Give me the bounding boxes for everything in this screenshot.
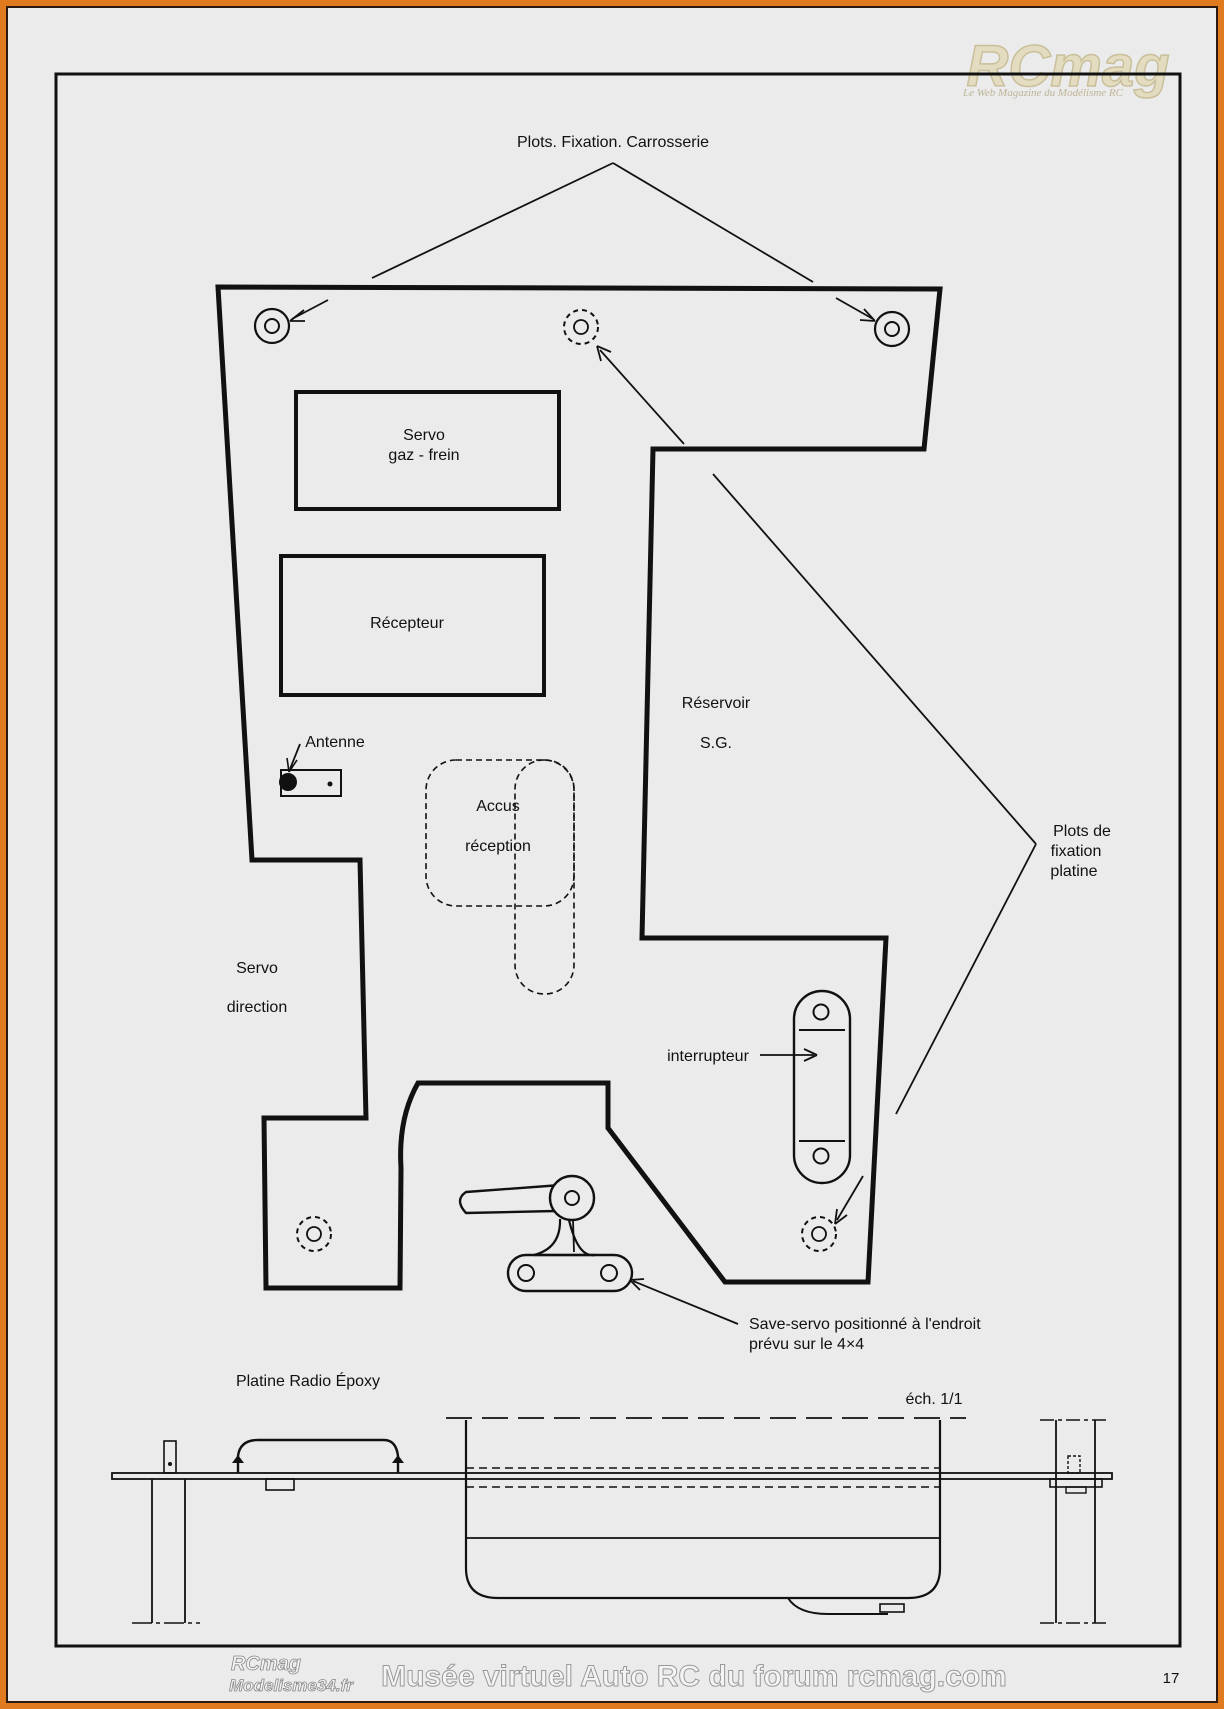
label-servo-gaz-line2: gaz - frein [388, 447, 459, 464]
footer-logo-bottom: Modelisme34.fr [229, 1676, 354, 1695]
accus-reception-outline [425, 759, 575, 995]
label-servo-gaz-line1: Servo [403, 427, 445, 444]
save-servo-part [458, 1174, 634, 1293]
footer-watermark: RCmag Modelisme34.fr Musée virtuel Auto … [229, 1653, 1008, 1696]
footer-museum-text: Musée virtuel Auto RC du forum rcmag.com [381, 1660, 1007, 1693]
label-save-servo-line1: Save-servo positionné à l'endroit [749, 1316, 981, 1333]
label-servo-direction-line2: direction [227, 999, 287, 1016]
leader-line-platine-bottom [895, 843, 1037, 1115]
label-plots-platine-line1: Plots de [1053, 823, 1111, 840]
page-number: 17 [1163, 1670, 1180, 1687]
arrow-to-plot-center [596, 345, 685, 445]
arrow-to-plot-top-left [289, 299, 329, 322]
servo-gaz-frein-box [294, 390, 561, 511]
antenne-holder [279, 743, 342, 797]
label-platine-title: Platine Radio Époxy [236, 1371, 380, 1390]
watermark-tagline: Le Web Magazine du Modélisme RC [962, 87, 1124, 99]
label-reservoir-line1: Réservoir [682, 695, 751, 712]
label-antenne: Antenne [305, 734, 365, 751]
label-plots-carrosserie: Plots. Fixation. Carrosserie [517, 134, 709, 151]
label-reservoir-line2: S.G. [700, 735, 732, 752]
label-servo-direction-line1: Servo [236, 960, 278, 977]
label-interrupteur: interrupteur [667, 1048, 749, 1065]
label-recepteur: Récepteur [370, 615, 444, 632]
leader-line-platine-top [712, 473, 1037, 845]
label-scale: éch. 1/1 [906, 1391, 963, 1408]
label-plots-platine-line2: fixation [1051, 843, 1102, 860]
recepteur-box [279, 554, 546, 697]
arrow-to-plot-top-right [835, 297, 876, 322]
watermark-logo-text: RCmag [966, 34, 1169, 99]
plot-platine-top-center [563, 309, 599, 345]
diagram-frame [54, 72, 1182, 1648]
plot-platine-bottom-right [801, 1216, 837, 1252]
magazine-page: RCmag Le Web Magazine du Modélisme RC Pl… [6, 6, 1218, 1703]
label-save-servo-line2: prévu sur le 4×4 [749, 1336, 864, 1353]
arrow-to-interrupteur [760, 1048, 818, 1062]
footer-logo-top: RCmag [231, 1653, 301, 1675]
interrupteur-switch [792, 989, 852, 1185]
plot-carrosserie-top-right [873, 310, 911, 348]
platine-radio-diagram: RCmag Le Web Magazine du Modélisme RC Pl… [54, 33, 1182, 1696]
label-accus-line1: Accus [476, 798, 520, 815]
rcmag-watermark-logo: RCmag Le Web Magazine du Modélisme RC [962, 33, 1170, 100]
plot-platine-bottom-left [296, 1216, 332, 1252]
leader-line-carrosserie-right [612, 162, 814, 283]
side-view-drawing [111, 1417, 1113, 1624]
leader-line-carrosserie-left [371, 162, 614, 279]
plot-carrosserie-top-left [253, 307, 291, 345]
label-accus-line2: réception [465, 838, 531, 855]
arrow-to-save-servo [629, 1278, 739, 1325]
arrow-to-plot-bottom-right [834, 1175, 864, 1225]
label-plots-platine-line3: platine [1050, 863, 1097, 880]
platine-outline [215, 284, 943, 1291]
